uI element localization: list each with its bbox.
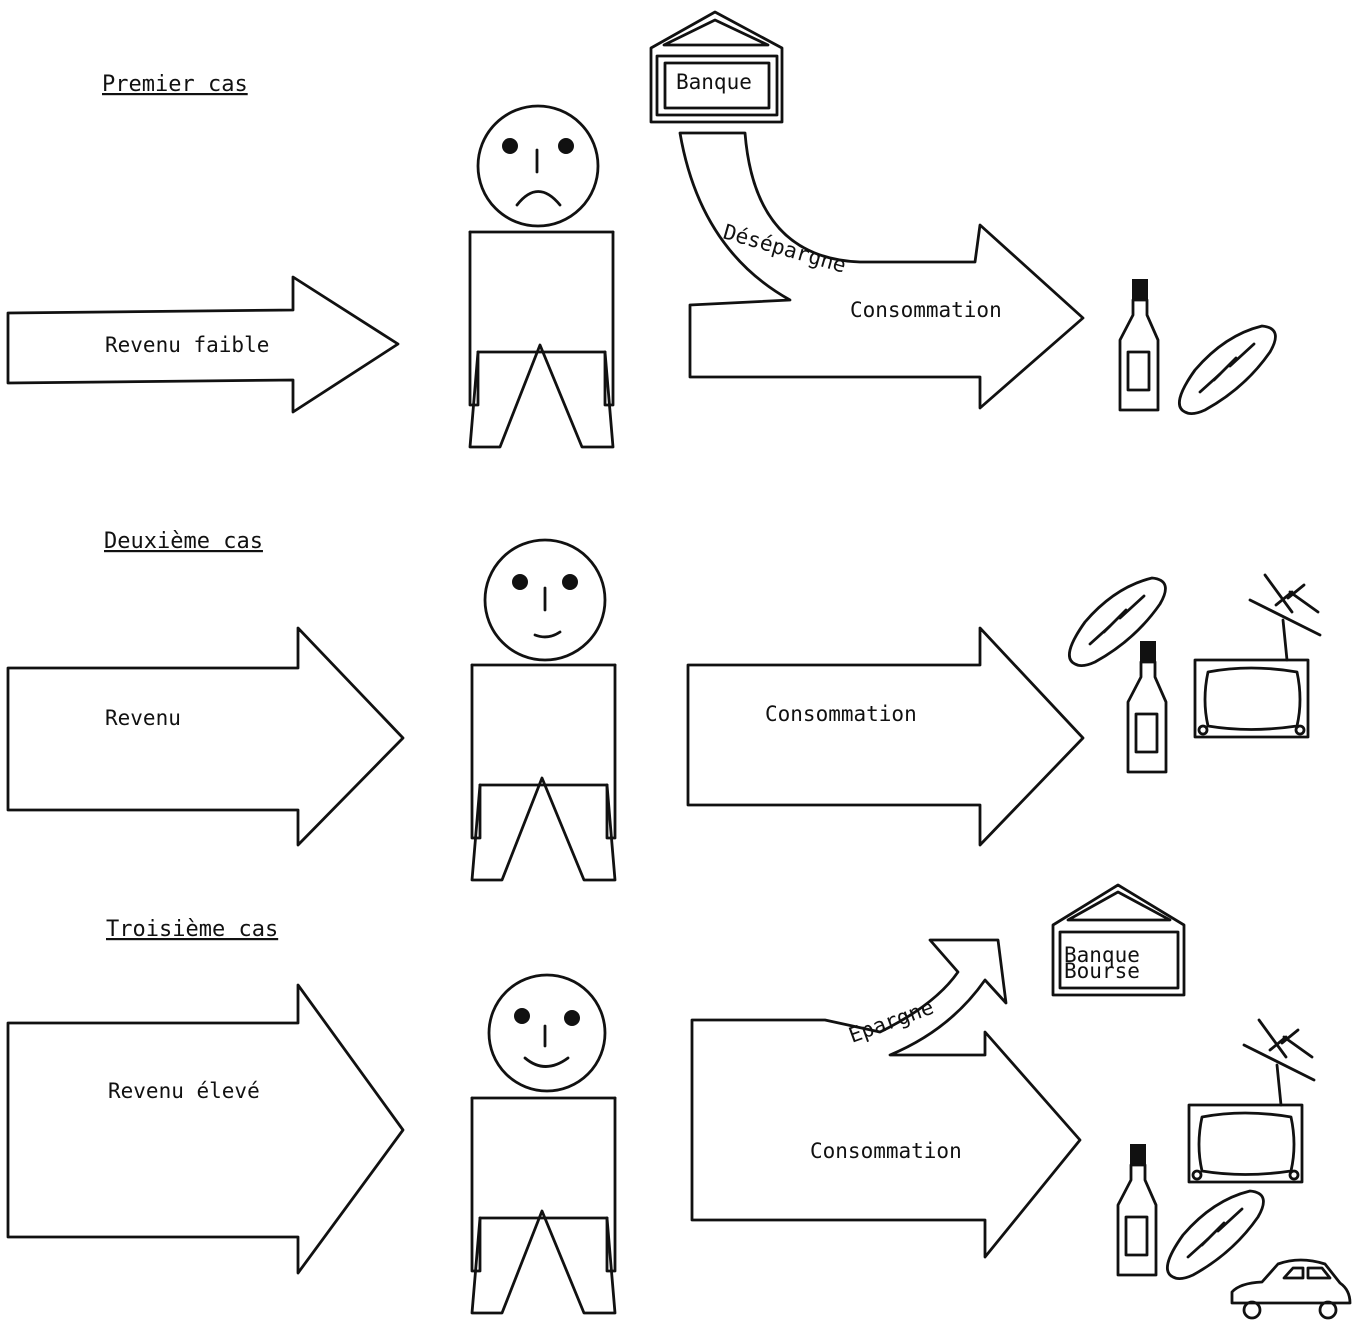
car-icon: [1230, 1258, 1352, 1320]
bread-icon: [1177, 324, 1277, 416]
case-3-income-label: Revenu élevé: [108, 1079, 260, 1103]
tv-icon: [1187, 1018, 1316, 1184]
bread-icon: [1165, 1189, 1265, 1280]
case-1: Premier cas Revenu faible Désépargne Con…: [6, 10, 1277, 449]
case-2-income-label: Revenu: [105, 706, 181, 730]
case-3-person: [470, 973, 617, 1315]
case-2: Deuxième cas Revenu Consommation: [6, 529, 1322, 882]
case-1-income-label: Revenu faible: [105, 333, 269, 357]
case-1-bank-label: Banque: [676, 70, 752, 94]
case-1-person: [468, 104, 615, 449]
case-1-heading: Premier cas: [102, 72, 248, 97]
tv-icon: [1193, 573, 1322, 739]
case-2-consumption-label: Consommation: [765, 702, 917, 726]
case-1-dissaving-flow: Désépargne Consommation: [678, 131, 1085, 410]
bottle-icon: [1118, 278, 1160, 412]
case-2-person: [470, 538, 617, 882]
case-3-consumption-label: Consommation: [810, 1139, 962, 1163]
bank-icon: Banque: [649, 10, 784, 124]
case-2-heading: Deuxième cas: [104, 529, 263, 554]
neutral-face-icon: [483, 538, 607, 662]
sad-face-icon: [476, 104, 600, 228]
bottle-icon: [1116, 1143, 1158, 1277]
case-3: Troisième cas Revenu élevé Epargne Conso…: [6, 883, 1352, 1320]
case-3-bank-label-line1: Banque: [1064, 943, 1140, 967]
bank-icon: Banque Bourse: [1051, 883, 1186, 997]
case-3-heading: Troisième cas: [106, 917, 278, 942]
case-3-saving-flow: Epargne Consommation: [690, 938, 1082, 1259]
happy-face-icon: [487, 973, 607, 1093]
bottle-icon: [1126, 640, 1168, 774]
case-3-bank-label-line2: Bourse: [1064, 959, 1140, 983]
case-1-consumption-label: Consommation: [850, 298, 1002, 322]
case-2-income-arrow: Revenu: [6, 626, 405, 847]
case-3-income-arrow: Revenu élevé: [6, 983, 405, 1275]
case-1-income-arrow: Revenu faible: [6, 275, 400, 414]
case-2-consumption-arrow: Consommation: [686, 626, 1085, 847]
